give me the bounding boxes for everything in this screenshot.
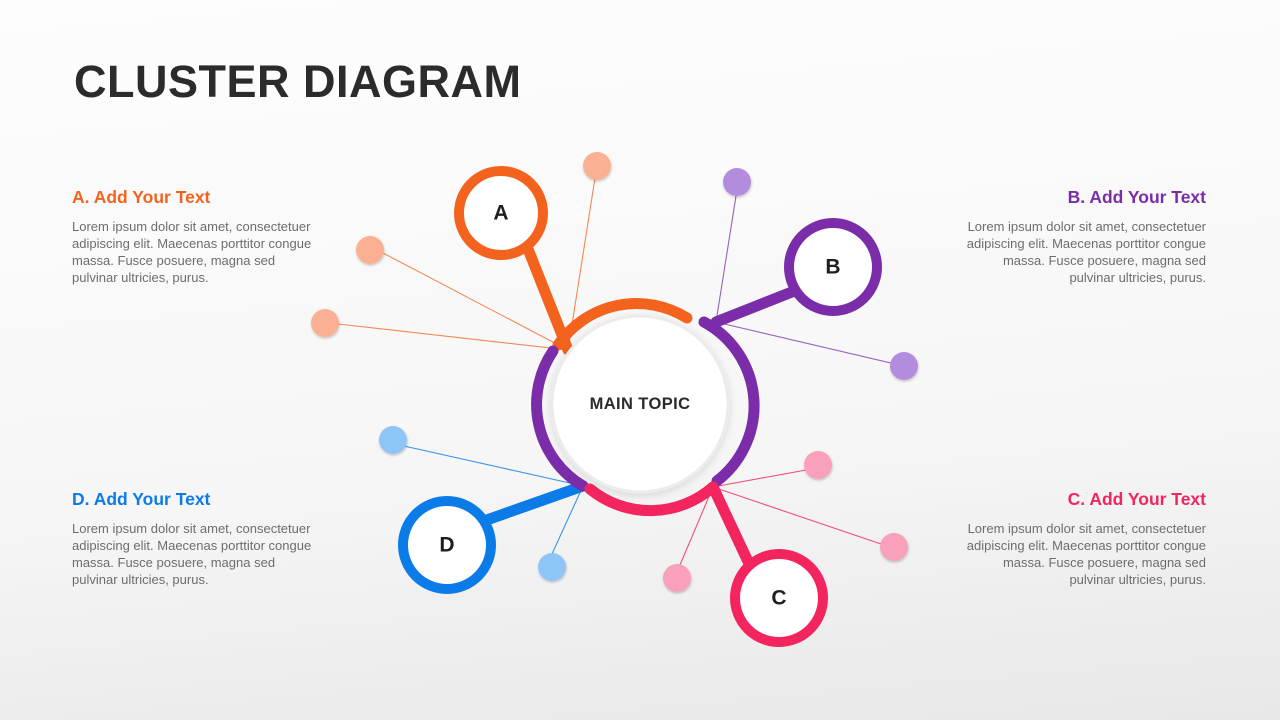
node-circle-a[interactable] bbox=[454, 166, 548, 260]
text-block-d-heading: D. Add Your Text bbox=[72, 489, 211, 509]
hub-circle[interactable] bbox=[550, 314, 730, 494]
node-letter-d: D bbox=[439, 534, 454, 557]
text-block-d: D. Add Your Text Lorem ipsum dolor sit a… bbox=[72, 489, 312, 589]
text-block-b-heading: B. Add Your Text bbox=[1067, 187, 1206, 207]
satellite-line-c-3 bbox=[679, 486, 714, 566]
satellite-line-d-2 bbox=[551, 485, 584, 555]
hub-arc-purple-left bbox=[531, 345, 589, 492]
satellite-dot-d-2[interactable] bbox=[538, 553, 566, 581]
hub-ring-arcs bbox=[531, 298, 760, 517]
node-circle-b[interactable] bbox=[784, 218, 882, 316]
text-block-c: C. Add Your Text Lorem ipsum dolor sit a… bbox=[966, 489, 1206, 589]
hub-label: MAIN TOPIC bbox=[590, 395, 691, 413]
satellite-dot-d-1[interactable] bbox=[379, 426, 407, 454]
satellite-line-b-1 bbox=[715, 195, 737, 323]
node-letter-c: C bbox=[771, 587, 786, 610]
satellite-dot-a-1[interactable] bbox=[583, 152, 611, 180]
text-block-a-heading: A. Add Your Text bbox=[72, 187, 211, 207]
node-letter-b: B bbox=[825, 256, 840, 279]
connector-stem-b bbox=[710, 282, 808, 328]
node-circle-c[interactable] bbox=[730, 549, 828, 647]
text-block-c-heading: C. Add Your Text bbox=[1067, 489, 1206, 509]
text-block-b-body: Lorem ipsum dolor sit amet, consectetuer… bbox=[966, 219, 1206, 285]
text-block-d-body: Lorem ipsum dolor sit amet, consectetuer… bbox=[72, 521, 312, 587]
connector-stem-c bbox=[707, 481, 758, 576]
hub-arc-purple-right bbox=[698, 316, 760, 487]
satellite-line-d-1 bbox=[403, 445, 584, 487]
satellite-dot-c-2[interactable] bbox=[880, 533, 908, 561]
satellite-line-c-1 bbox=[712, 469, 807, 488]
text-block-a: A. Add Your Text Lorem ipsum dolor sit a… bbox=[72, 187, 312, 287]
satellite-line-a-3 bbox=[337, 323, 569, 351]
satellite-dots-group bbox=[311, 152, 918, 592]
node-circle-d[interactable] bbox=[398, 496, 496, 594]
satellite-dot-c-1[interactable] bbox=[804, 451, 832, 479]
satellite-line-a-2 bbox=[382, 252, 569, 351]
text-block-a-body: Lorem ipsum dolor sit amet, consectetuer… bbox=[72, 219, 312, 285]
page-title: CLUSTER DIAGRAM bbox=[74, 56, 522, 107]
text-block-c-body: Lorem ipsum dolor sit amet, consectetuer… bbox=[966, 521, 1206, 587]
satellite-dot-a-2[interactable] bbox=[356, 236, 384, 264]
node-letter-a: A bbox=[493, 202, 508, 225]
text-block-b: B. Add Your Text Lorem ipsum dolor sit a… bbox=[966, 187, 1206, 287]
connector-stem-d bbox=[475, 480, 589, 528]
satellite-dot-c-3[interactable] bbox=[663, 564, 691, 592]
hub-arc-orange bbox=[552, 298, 693, 351]
satellite-dot-b-1[interactable] bbox=[723, 168, 751, 196]
satellite-line-c-2 bbox=[712, 486, 882, 545]
satellite-line-b-2 bbox=[715, 321, 892, 364]
satellite-dot-b-2[interactable] bbox=[890, 352, 918, 380]
hub-arc-crimson bbox=[584, 481, 719, 517]
satellite-lines-group bbox=[337, 177, 892, 566]
satellite-dot-a-3[interactable] bbox=[311, 309, 339, 337]
